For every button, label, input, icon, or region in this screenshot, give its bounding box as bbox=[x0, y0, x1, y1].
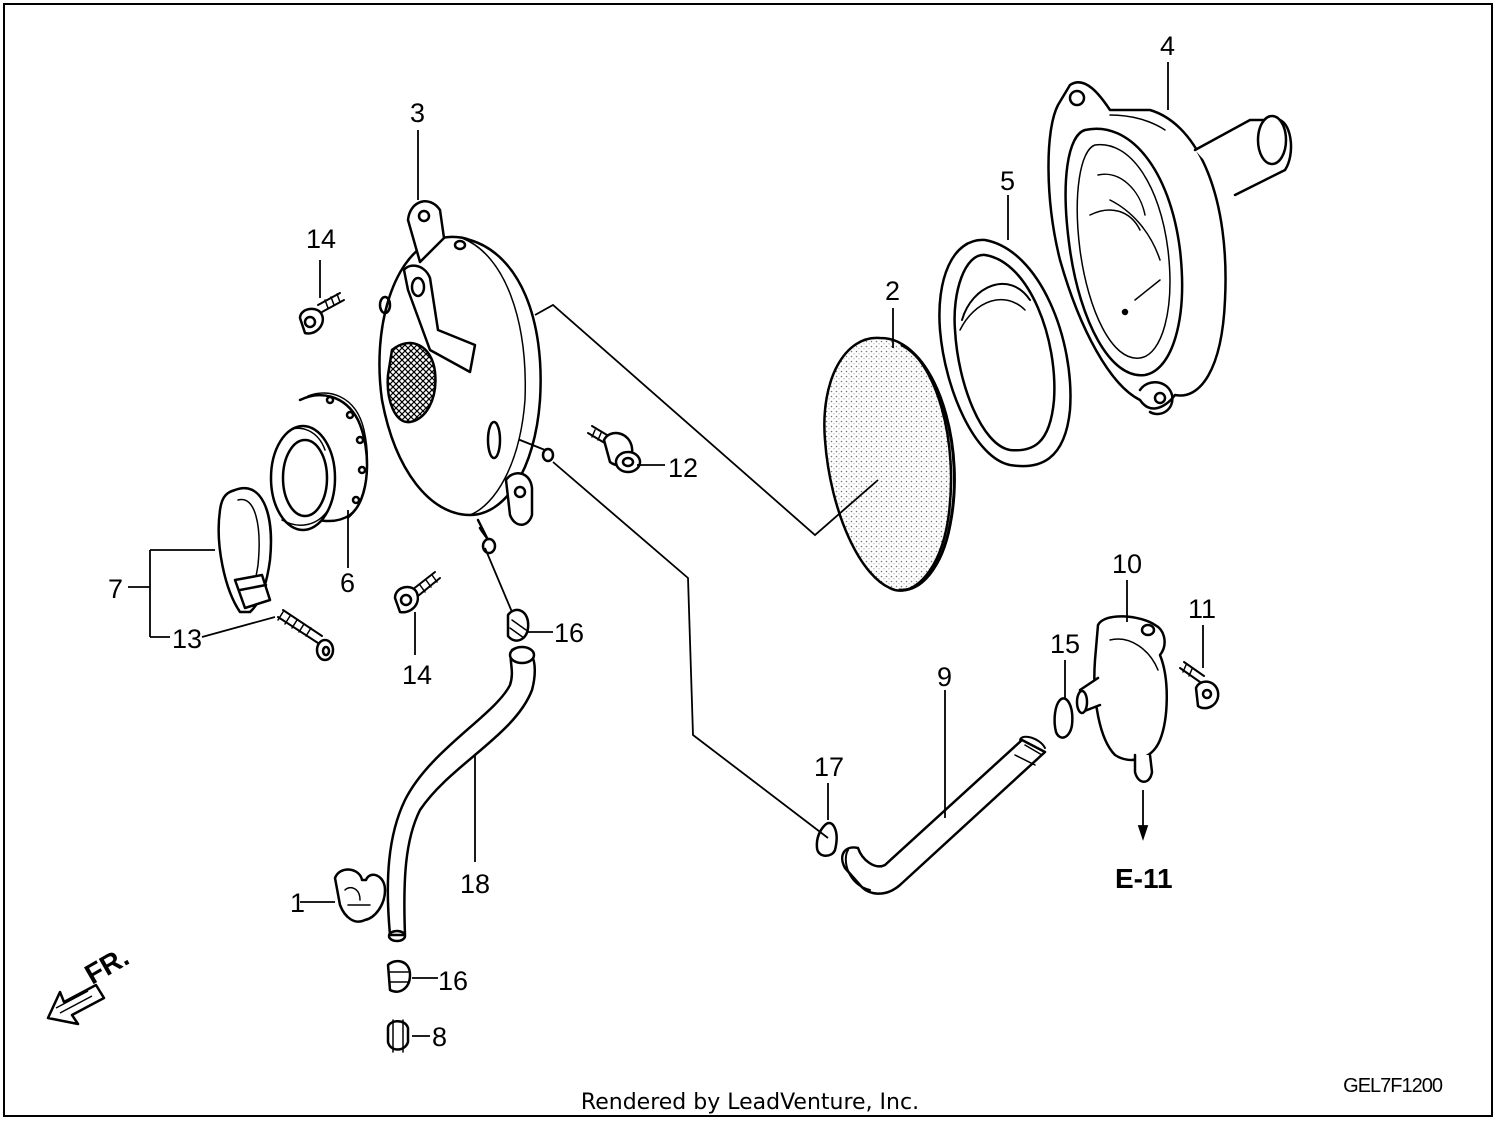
label-part-12[interactable]: 12 bbox=[668, 453, 698, 483]
label-part-10[interactable]: 10 bbox=[1112, 549, 1142, 579]
label-part-2[interactable]: 2 bbox=[885, 276, 900, 306]
part-14-bolt-lower[interactable] bbox=[393, 571, 441, 614]
credit-text: Rendered by LeadVenture, Inc. bbox=[580, 1090, 920, 1115]
part-10-valve[interactable] bbox=[1075, 615, 1168, 783]
diagram-code: GEL7F1200 bbox=[1343, 1075, 1443, 1097]
part-16-clip-lower[interactable] bbox=[386, 959, 412, 993]
part-3-case-cover[interactable] bbox=[378, 200, 555, 555]
label-part-13[interactable]: 13 bbox=[172, 624, 202, 654]
part-labels: 1 2 3 4 5 6 7 8 9 10 11 12 13 14 14 15 1… bbox=[108, 31, 1216, 1052]
part-8-plug[interactable] bbox=[386, 1019, 410, 1053]
label-part-18[interactable]: 18 bbox=[460, 869, 490, 899]
label-part-14-upper[interactable]: 14 bbox=[306, 224, 336, 254]
label-part-1[interactable]: 1 bbox=[290, 888, 305, 918]
part-4-air-cleaner-case[interactable] bbox=[1047, 81, 1293, 416]
label-part-9[interactable]: 9 bbox=[937, 662, 952, 692]
part-1-clamp[interactable] bbox=[333, 868, 387, 923]
label-part-16-upper[interactable]: 16 bbox=[554, 618, 584, 648]
part-7-clamp-band[interactable] bbox=[217, 486, 273, 614]
label-part-16-lower[interactable]: 16 bbox=[438, 966, 468, 996]
reference-e11[interactable]: E-11 bbox=[1115, 863, 1173, 894]
part-9-tube[interactable] bbox=[841, 735, 1047, 895]
label-part-11[interactable]: 11 bbox=[1188, 594, 1216, 624]
part-5-gasket[interactable] bbox=[938, 238, 1072, 468]
label-part-3[interactable]: 3 bbox=[410, 98, 425, 128]
label-part-7[interactable]: 7 bbox=[108, 574, 123, 604]
label-part-15[interactable]: 15 bbox=[1050, 629, 1080, 659]
label-part-14-lower[interactable]: 14 bbox=[402, 660, 432, 690]
part-6-connecting-tube[interactable] bbox=[269, 392, 369, 532]
leader-lines bbox=[128, 62, 1204, 1037]
part-14-bolt-upper[interactable] bbox=[298, 292, 345, 335]
part-15-clip[interactable] bbox=[1053, 697, 1074, 739]
part-13-screw[interactable] bbox=[277, 609, 335, 662]
diagram-frame bbox=[3, 3, 1493, 1117]
part-12-bolt-washer[interactable] bbox=[587, 425, 642, 474]
label-part-6[interactable]: 6 bbox=[340, 568, 355, 598]
part-2-element[interactable] bbox=[823, 336, 956, 592]
label-part-8[interactable]: 8 bbox=[432, 1022, 447, 1052]
label-part-5[interactable]: 5 bbox=[1000, 166, 1015, 196]
part-11-bolt[interactable] bbox=[1179, 661, 1220, 710]
label-part-17[interactable]: 17 bbox=[814, 752, 844, 782]
part-17-clip[interactable] bbox=[815, 821, 838, 857]
front-arrow-icon: FR. bbox=[46, 941, 135, 1026]
part-18-tube[interactable] bbox=[386, 645, 537, 943]
part-16-clip-upper[interactable] bbox=[506, 608, 530, 642]
label-part-4[interactable]: 4 bbox=[1160, 31, 1175, 61]
front-marker-label: FR. bbox=[80, 941, 135, 990]
